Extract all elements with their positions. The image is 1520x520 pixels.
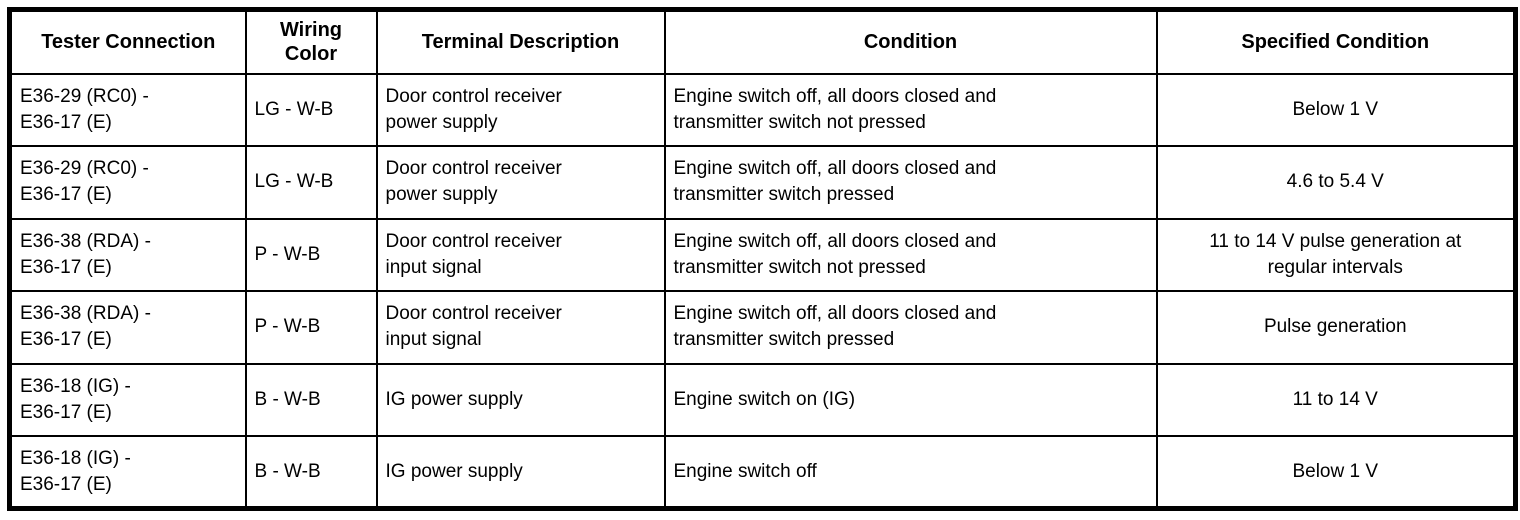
cell-specified-condition: 11 to 14 V pulse generation at regular i…	[1155, 217, 1517, 292]
cell-terminal-description: Door control receiver power supply	[375, 145, 666, 220]
cell-specified-condition: 4.6 to 5.4 V	[1155, 145, 1517, 220]
table-row: E36-18 (IG) - E36-17 (E) B - W-B IG powe…	[8, 435, 1517, 510]
cell-wiring-color: P - W-B	[244, 217, 378, 292]
header-terminal-description: Terminal Description	[375, 8, 666, 75]
header-tester-connection: Tester Connection	[8, 8, 247, 75]
cell-wiring-color: LG - W-B	[244, 145, 378, 220]
cell-terminal-description: Door control receiver power supply	[375, 72, 666, 147]
table-row: E36-38 (RDA) - E36-17 (E) P - W-B Door c…	[8, 217, 1517, 292]
cell-terminal-description: IG power supply	[375, 435, 666, 510]
cell-wiring-color: P - W-B	[244, 290, 378, 365]
cell-specified-condition: Pulse generation	[1155, 290, 1517, 365]
cell-condition: Engine switch on (IG)	[663, 362, 1158, 437]
table-row: E36-38 (RDA) - E36-17 (E) P - W-B Door c…	[8, 290, 1517, 365]
cell-condition: Engine switch off, all doors closed and …	[663, 217, 1158, 292]
cell-condition: Engine switch off, all doors closed and …	[663, 72, 1158, 147]
cell-tester-connection: E36-29 (RC0) - E36-17 (E)	[8, 72, 247, 147]
table-row: E36-29 (RC0) - E36-17 (E) LG - W-B Door …	[8, 145, 1517, 220]
cell-specified-condition: 11 to 14 V	[1155, 362, 1517, 437]
cell-tester-connection: E36-18 (IG) - E36-17 (E)	[8, 435, 247, 510]
table-row: E36-29 (RC0) - E36-17 (E) LG - W-B Door …	[8, 72, 1517, 147]
table-row: E36-18 (IG) - E36-17 (E) B - W-B IG powe…	[8, 362, 1517, 437]
terminal-inspection-table: Tester Connection Wiring Color Terminal …	[7, 7, 1518, 511]
cell-tester-connection: E36-38 (RDA) - E36-17 (E)	[8, 217, 247, 292]
table-header: Tester Connection Wiring Color Terminal …	[8, 8, 1517, 75]
cell-condition: Engine switch off, all doors closed and …	[663, 145, 1158, 220]
cell-wiring-color: B - W-B	[244, 435, 378, 510]
header-wiring-color: Wiring Color	[244, 8, 378, 75]
cell-condition: Engine switch off, all doors closed and …	[663, 290, 1158, 365]
cell-specified-condition: Below 1 V	[1155, 72, 1517, 147]
cell-wiring-color: B - W-B	[244, 362, 378, 437]
cell-wiring-color: LG - W-B	[244, 72, 378, 147]
header-row: Tester Connection Wiring Color Terminal …	[8, 8, 1517, 75]
cell-terminal-description: IG power supply	[375, 362, 666, 437]
header-specified-condition: Specified Condition	[1155, 8, 1517, 75]
cell-tester-connection: E36-18 (IG) - E36-17 (E)	[8, 362, 247, 437]
header-condition: Condition	[663, 8, 1158, 75]
cell-specified-condition: Below 1 V	[1155, 435, 1517, 510]
cell-condition: Engine switch off	[663, 435, 1158, 510]
cell-terminal-description: Door control receiver input signal	[375, 290, 666, 365]
cell-tester-connection: E36-29 (RC0) - E36-17 (E)	[8, 145, 247, 220]
cell-tester-connection: E36-38 (RDA) - E36-17 (E)	[8, 290, 247, 365]
cell-terminal-description: Door control receiver input signal	[375, 217, 666, 292]
table-body: E36-29 (RC0) - E36-17 (E) LG - W-B Door …	[8, 72, 1517, 510]
